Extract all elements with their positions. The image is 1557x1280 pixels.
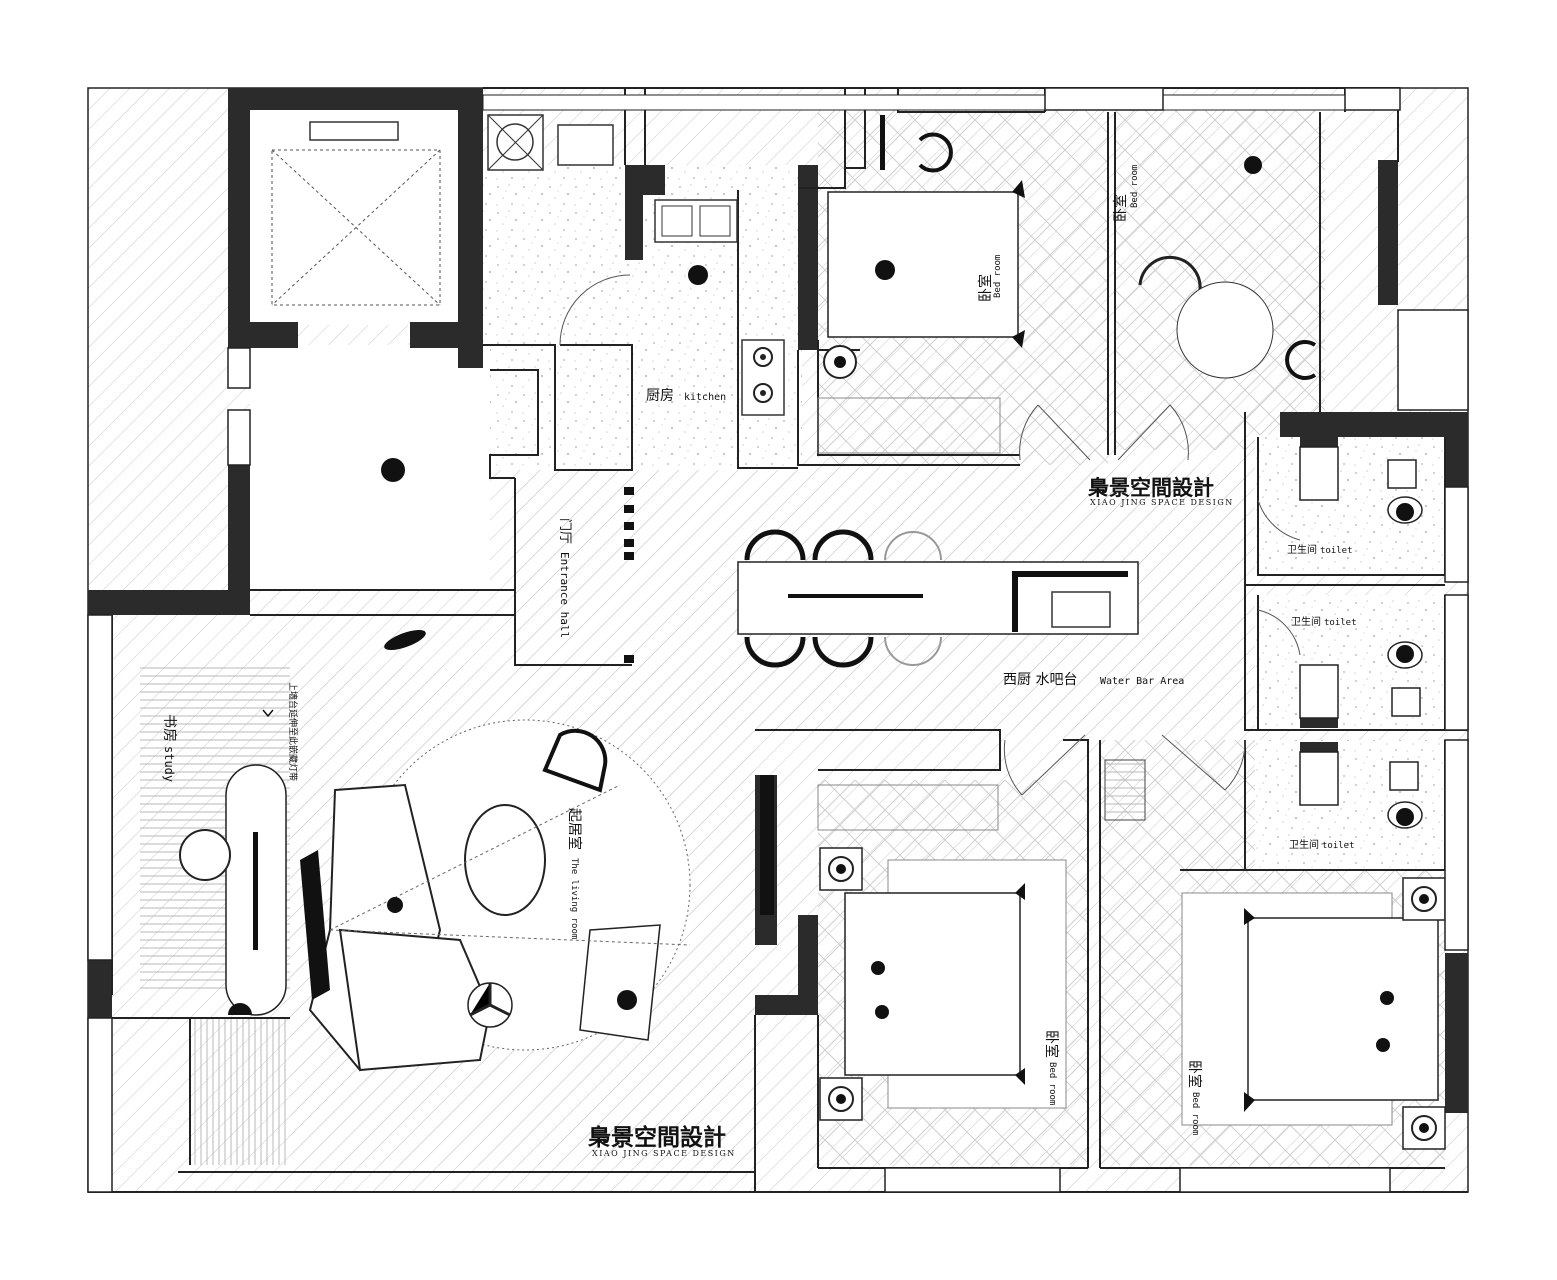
study-label-zh: 书房 [161, 714, 177, 742]
armchair [542, 728, 608, 793]
bottom-bed-2-corner-a [1244, 908, 1255, 925]
entrance-label-zh: 门厅 [557, 518, 572, 544]
kitchen-sink-bowl-2 [699, 205, 731, 237]
burner-2-center [760, 390, 766, 396]
wardrobe-arc-1 [918, 132, 953, 173]
top-bedroom-1-label-en: Bed room [993, 255, 1003, 298]
study-chair [179, 829, 231, 881]
wardrobe-bar-1 [880, 115, 885, 170]
bottom-bed-2 [1247, 917, 1439, 1101]
people-figures [381, 156, 1394, 1052]
bottom-bed-1-corner-a [1015, 883, 1025, 900]
sightline-2 [329, 929, 691, 946]
bottom-bed-2-lamps [1402, 877, 1446, 1150]
study-step [190, 1018, 290, 1165]
windows [87, 87, 1469, 1193]
washer-mark [487, 114, 544, 171]
brand-logo-bottom-en: XIAO JING SPACE DESIGN [592, 1149, 736, 1158]
laundry-sink [557, 124, 614, 166]
cooktop [741, 339, 785, 416]
top-bedroom-1-label-zh: 卧室 [977, 274, 994, 302]
bottom-bed-1-wardrobe [760, 775, 774, 915]
elevator-car [271, 149, 441, 306]
beanbag [579, 924, 661, 1041]
bottom-bed-1-wardrobe-shelf [817, 784, 999, 831]
sofa-back [300, 850, 330, 1000]
door-swings [1003, 404, 1301, 796]
living-label-zh: 起居室 [566, 808, 583, 850]
brand-logo-top-en: XIAO JING SPACE DESIGN [1090, 498, 1234, 507]
top-bed-1-lamp-dot [834, 356, 846, 368]
living-label-en: The living room [569, 858, 579, 939]
entry-plant [384, 630, 426, 650]
study-desk-end [228, 1003, 252, 1015]
study-label-en: study [162, 746, 176, 782]
top-balcony [482, 94, 1401, 111]
water-bar-label-en: Water Bar Area [1100, 676, 1184, 687]
kitchen-label-zh: 厨房 [646, 388, 674, 404]
bottom-bed-1 [844, 892, 1021, 1076]
bottom-bedroom-1-label-en: Bed room [1047, 1062, 1057, 1105]
kitchen-sink [654, 199, 738, 243]
island-sink [1051, 591, 1111, 628]
washer-drum [496, 123, 534, 161]
elevator-panel [309, 121, 399, 141]
entrance-markers [624, 487, 634, 663]
sightline-1 [329, 784, 621, 931]
toilet-3-label-zh: 卫生间 [1289, 838, 1319, 851]
top-bed-1 [827, 191, 1019, 338]
burner-1-center [760, 354, 766, 360]
toilet-1-label-zh: 卫生间 [1287, 543, 1317, 556]
top-bed-2-arc [1285, 340, 1317, 380]
kitchen-label-en: kitchen [684, 392, 726, 403]
bottom-bed-2-corner-b [1244, 1092, 1255, 1112]
bar-stools-light [884, 531, 942, 666]
burner-2 [753, 383, 773, 403]
bottom-bed-1-lamps [819, 847, 863, 1121]
study-note: 上墙台延伸至此嵌藏灯带 [287, 682, 299, 781]
bottom-bedroom-2-label-zh: 卧室 [1186, 1060, 1203, 1088]
bottom-bed-2-storage [1104, 759, 1146, 821]
top-bed-2-rug [1176, 281, 1274, 379]
elevator-cross [271, 149, 441, 306]
toilet-2-label-en: toilet [1324, 618, 1357, 628]
lobby-floor [250, 345, 490, 590]
top-bed-1-dresser [817, 397, 1001, 454]
side-table-divider [469, 983, 511, 1017]
bottom-bed-1-corner-b [1015, 1068, 1025, 1085]
toilet-3-label-en: toilet [1322, 841, 1355, 851]
entrance-label-en: Entrance hall [558, 552, 571, 638]
toilet-2-label-zh: 卫生间 [1291, 615, 1321, 628]
water-bar-label-zh: 西厨 水吧台 [1003, 672, 1077, 688]
toilet-fixtures [1299, 446, 1423, 829]
brand-logo-bottom: 梟景空間設計 [587, 1124, 726, 1151]
structural-walls [88, 88, 1468, 1113]
top-bed-2-chair [1138, 255, 1202, 291]
sofa-chaise [338, 928, 492, 1072]
top-bed-1-corner-b [1012, 330, 1025, 348]
kitchen-sink-bowl-1 [661, 205, 693, 237]
bar-stools [744, 529, 874, 668]
brand-logo-top: 梟景空間設計 [1087, 475, 1214, 500]
top-bed-1-corner-a [1012, 180, 1025, 198]
island-divider [788, 594, 923, 598]
top-bedroom-2-floor [1115, 110, 1325, 450]
toilet-occupants [1396, 503, 1414, 826]
top-bedroom-2-label-en: Bed room [1130, 165, 1140, 208]
study-arrow-icon [262, 709, 274, 718]
study-desk-lamp [253, 832, 258, 950]
kitchen-door-arc [559, 274, 631, 346]
bottom-bedroom-1-label-zh: 卧室 [1043, 1030, 1060, 1058]
toilet-1-label-en: toilet [1320, 546, 1353, 556]
bottom-bedroom-2-label-en: Bed room [1190, 1092, 1200, 1135]
lounge-chair [464, 804, 546, 916]
burner-1 [753, 347, 773, 367]
island-counter-l [1012, 571, 1128, 632]
top-bedroom-2-label-zh: 卧室 [1112, 194, 1129, 222]
